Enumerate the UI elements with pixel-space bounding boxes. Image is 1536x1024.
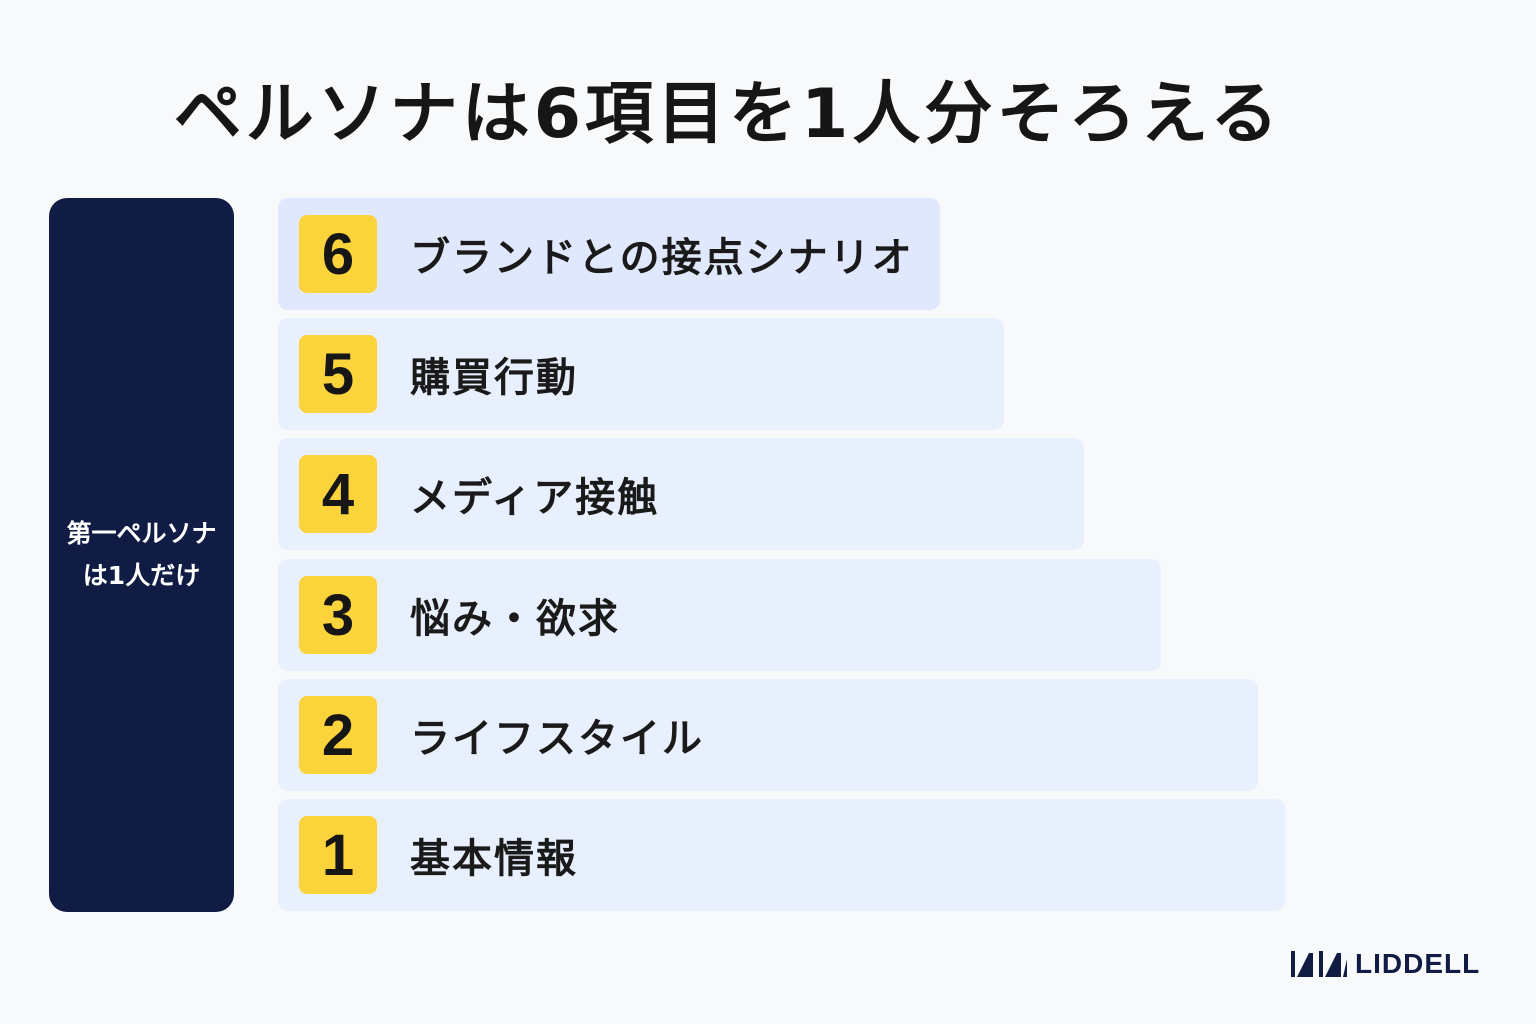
item-bar-4: 4 メディア接触 bbox=[278, 438, 1084, 550]
item-label: 購買行動 bbox=[410, 355, 578, 401]
liddell-logo-mark-icon bbox=[1291, 951, 1347, 977]
item-bar-1: 1 基本情報 bbox=[278, 799, 1285, 911]
item-number-badge: 5 bbox=[299, 335, 377, 413]
item-bar-2: 2 ライフスタイル bbox=[278, 679, 1258, 791]
item-number-badge: 1 bbox=[299, 816, 377, 894]
item-bar-3: 3 悩み・欲求 bbox=[278, 559, 1161, 671]
logo-text: LIDDELL bbox=[1355, 948, 1481, 979]
item-bar-5: 5 購買行動 bbox=[278, 318, 1004, 430]
liddell-logo: LIDDELL bbox=[1289, 948, 1480, 980]
item-label: 基本情報 bbox=[410, 836, 578, 882]
item-number-badge: 2 bbox=[299, 696, 377, 774]
item-number-badge: 3 bbox=[299, 576, 377, 654]
item-label: ブランドとの接点シナリオ bbox=[410, 235, 914, 281]
item-label: ライフスタイル bbox=[410, 716, 704, 762]
item-number-badge: 6 bbox=[299, 215, 377, 293]
item-label: メディア接触 bbox=[410, 475, 660, 521]
item-number-badge: 4 bbox=[299, 455, 377, 533]
item-bar-6: 6 ブランドとの接点シナリオ bbox=[278, 198, 940, 310]
page-title: ペルソナは6項目を1人分そろえる bbox=[173, 75, 1283, 154]
side-panel-label: 第一ペルソナは1人だけ bbox=[66, 519, 217, 590]
persona-side-panel: 第一ペルソナは1人だけ bbox=[49, 198, 234, 912]
item-label: 悩み・欲求 bbox=[410, 596, 620, 642]
